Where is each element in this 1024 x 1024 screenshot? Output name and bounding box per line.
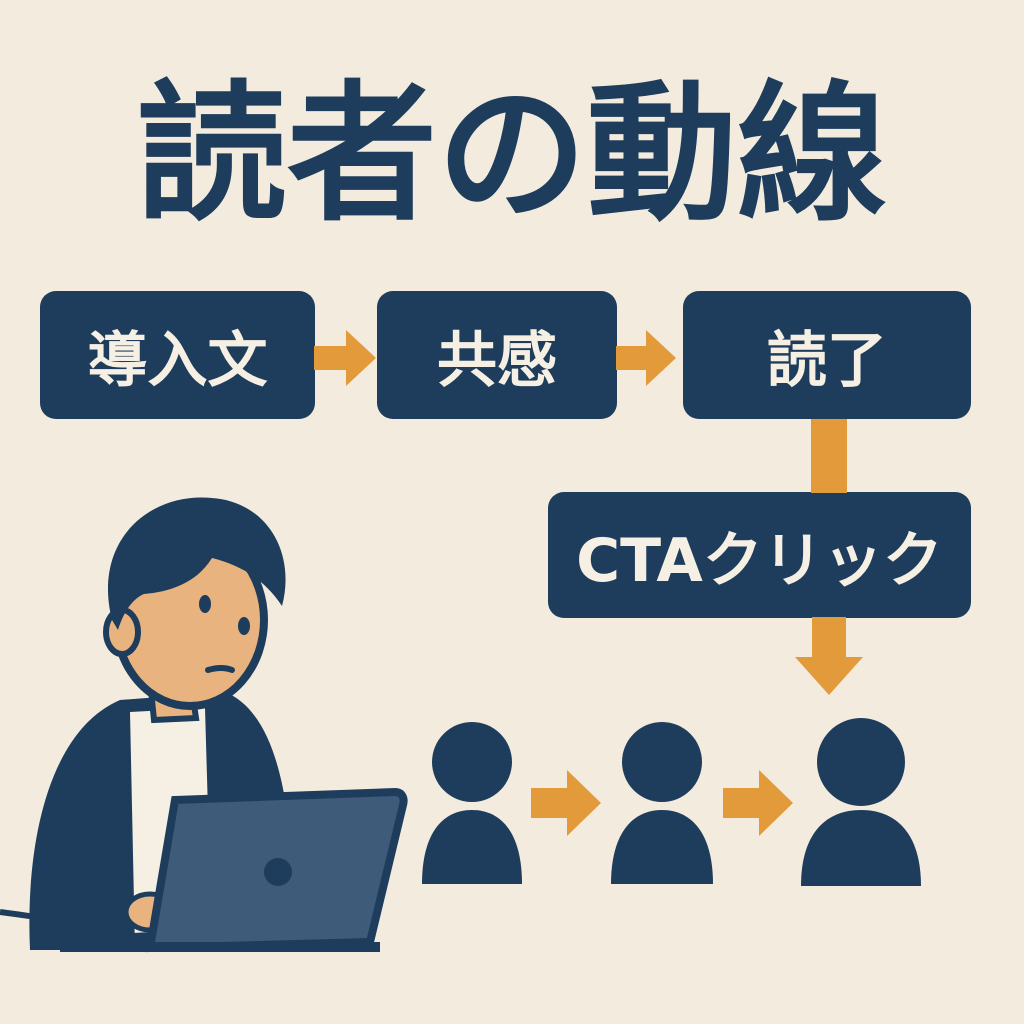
step-box-read-complete: 読了 — [683, 291, 971, 419]
step-label-intro: 導入文 — [87, 325, 268, 396]
page-title: 読者の動線 — [136, 68, 887, 242]
person-icon — [611, 722, 713, 884]
arrow-right-icon — [531, 770, 601, 836]
arrow-right-icon — [723, 770, 793, 836]
step-box-empathy: 共感 — [377, 291, 617, 419]
reader-illustration — [0, 497, 408, 953]
arrow-right-icon — [616, 330, 676, 386]
step-box-intro: 導入文 — [40, 291, 315, 419]
step-label-empathy: 共感 — [437, 325, 557, 396]
connector-down — [811, 419, 847, 493]
arrow-down-icon — [795, 617, 863, 695]
arrow-right-icon — [314, 330, 376, 386]
step-label-cta-click: CTAクリック — [576, 525, 943, 596]
person-icon — [801, 718, 921, 886]
step-box-cta-click: CTAクリック — [548, 492, 971, 618]
person-icon — [422, 722, 522, 884]
step-label-read-complete: 読了 — [767, 325, 887, 396]
